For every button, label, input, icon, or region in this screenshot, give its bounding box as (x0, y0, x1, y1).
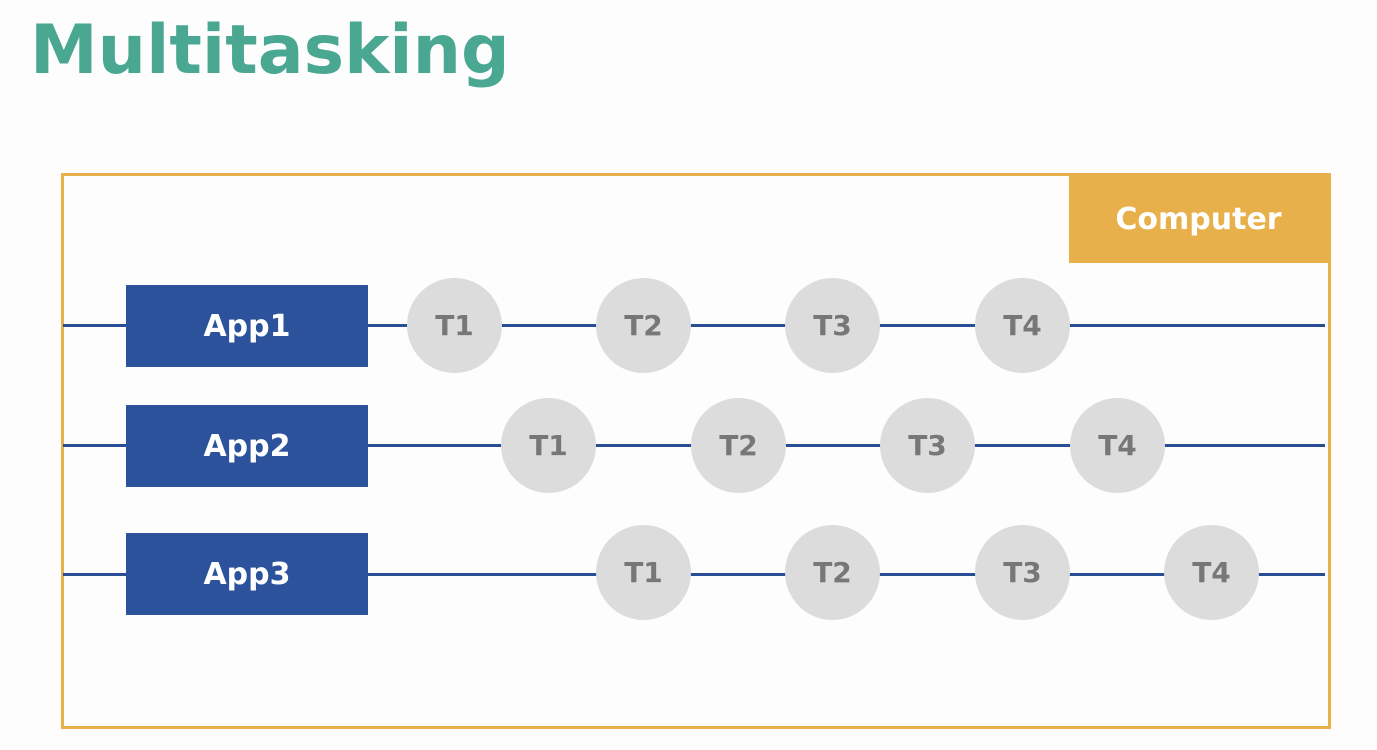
task-app1-t1: T1 (407, 278, 502, 373)
task-app2-t3: T3 (880, 398, 975, 493)
computer-frame (61, 173, 1331, 729)
task-app1-t4: T4 (975, 278, 1070, 373)
task-app3-t2: T2 (785, 525, 880, 620)
app-box-app1: App1 (126, 285, 368, 367)
task-app2-t2: T2 (691, 398, 786, 493)
task-app1-t3: T3 (785, 278, 880, 373)
lane-line-app1 (63, 324, 1325, 327)
lane-line-app3 (63, 573, 1325, 576)
task-app3-t4: T4 (1164, 525, 1259, 620)
task-app3-t3: T3 (975, 525, 1070, 620)
app-box-app3: App3 (126, 533, 368, 615)
page-title: Multitasking (30, 11, 510, 90)
computer-label: Computer (1069, 175, 1328, 263)
task-app2-t1: T1 (501, 398, 596, 493)
task-app3-t1: T1 (596, 525, 691, 620)
task-app2-t4: T4 (1070, 398, 1165, 493)
app-box-app2: App2 (126, 405, 368, 487)
task-app1-t2: T2 (596, 278, 691, 373)
